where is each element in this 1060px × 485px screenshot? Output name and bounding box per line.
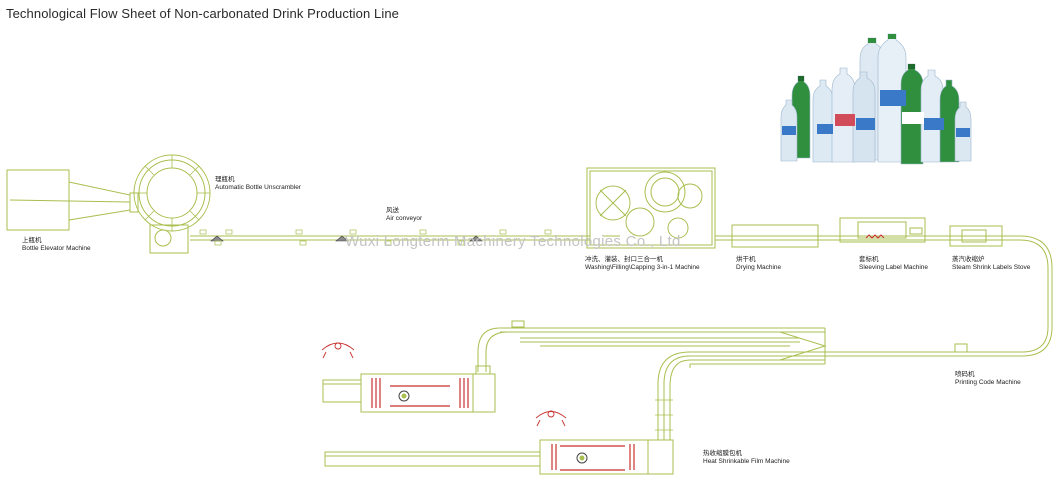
upper-merge-conveyor: [477, 320, 827, 372]
sleeving-label-machine: [839, 217, 926, 243]
gripper-icon: [321, 342, 567, 427]
diagram-title: Technological Flow Sheet of Non-carbonat…: [6, 6, 400, 21]
film-machine-left: [322, 365, 496, 413]
return-conveyor: [690, 235, 1053, 365]
bottle-elevator-machine: [6, 169, 139, 231]
automatic-bottle-unscrambler: [133, 154, 211, 254]
washing-filling-capping-machine: [586, 167, 716, 249]
steam-shrink-labels-stove: [949, 225, 1003, 247]
bottles-image: [780, 33, 972, 165]
film-machine-right: [324, 439, 674, 475]
air-conveyor: [190, 229, 590, 246]
drying-machine: [715, 224, 1020, 248]
lower-merge-conveyor: [655, 351, 691, 440]
watermark: Wuxi Longterm Machinery Technologies Co.…: [345, 233, 686, 250]
